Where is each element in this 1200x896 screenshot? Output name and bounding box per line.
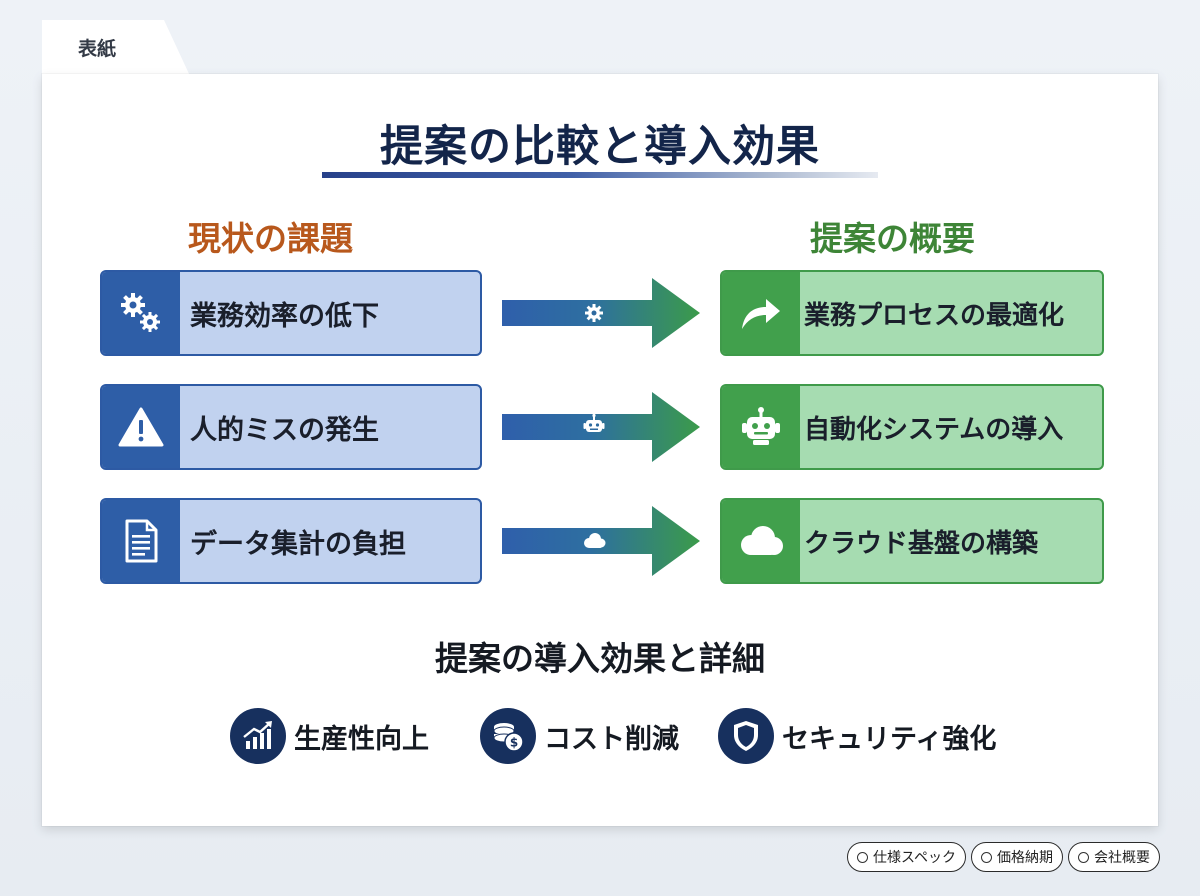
- proposal-overview-heading: 提案の概要: [810, 219, 975, 258]
- problem-label: 人的ミスの発生: [190, 414, 379, 446]
- problem-label: データ集計の負担: [190, 528, 406, 560]
- circle-icon: [1078, 851, 1089, 863]
- solution-card: クラウド基盤の構築: [720, 498, 1104, 584]
- cloud-icon: [722, 500, 800, 582]
- link-company-profile-label: 会社概要: [1094, 850, 1150, 866]
- gear-icon: [585, 304, 603, 322]
- problem-label: 業務効率の低下: [190, 300, 379, 332]
- footer-links: 仕様スペック 価格納期 会社概要: [846, 842, 1160, 872]
- gears-icon: [102, 272, 180, 354]
- benefit-label: セキュリティ強化: [782, 723, 997, 755]
- problem-card: 人的ミスの発生: [100, 384, 482, 470]
- solution-card: 業務プロセスの最適化: [720, 270, 1104, 356]
- benefit-label: コスト削減: [544, 723, 679, 755]
- svg-text:$: $: [510, 736, 518, 750]
- tab-cover-label: 表紙: [78, 38, 117, 60]
- warning-icon: [102, 386, 180, 468]
- shield-icon: [718, 708, 774, 764]
- growth-chart-icon: [230, 708, 286, 764]
- benefits-heading: 提案の導入効果と詳細: [435, 639, 765, 678]
- problem-card: 業務効率の低下: [100, 270, 482, 356]
- transition-arrow: [502, 278, 700, 348]
- link-spec[interactable]: 仕様スペック: [846, 842, 966, 872]
- solution-label: 自動化システムの導入: [804, 414, 1064, 445]
- circle-icon: [856, 851, 868, 863]
- slide-title: 提案の比較と導入効果: [380, 122, 820, 172]
- benefit-item: 生産性向上: [230, 708, 429, 764]
- benefit-item: セキュリティ強化: [718, 708, 996, 764]
- tab-cover[interactable]: 表紙: [42, 20, 190, 76]
- slide: 提案の比較と導入効果 現状の課題 提案の概要: [42, 74, 1158, 826]
- current-issues-heading: 現状の課題: [188, 219, 353, 258]
- link-company-profile[interactable]: 会社概要: [1068, 842, 1160, 872]
- link-spec-label: 仕様スペック: [872, 850, 956, 866]
- benefit-label: 生産性向上: [294, 723, 429, 755]
- document-icon: [102, 500, 180, 582]
- title-underline: [322, 172, 878, 178]
- transition-arrow: [502, 392, 700, 462]
- problem-card: データ集計の負担: [100, 498, 482, 584]
- cloud-icon: [584, 533, 606, 548]
- solution-label: クラウド基盤の構築: [804, 528, 1039, 559]
- solution-card: 自動化システムの導入: [720, 384, 1104, 470]
- robot-icon: [722, 386, 800, 468]
- transition-arrow: [502, 506, 700, 576]
- circle-icon: [981, 851, 992, 863]
- forward-arrow-icon: [722, 272, 800, 354]
- solution-label: 業務プロセスの最適化: [804, 300, 1065, 331]
- benefit-item: $ コスト削減: [480, 708, 679, 764]
- robot-icon: [583, 413, 605, 432]
- link-price-delivery[interactable]: 価格納期: [971, 842, 1063, 872]
- coins-icon: $: [480, 708, 536, 764]
- link-price-delivery-label: 価格納期: [997, 850, 1053, 866]
